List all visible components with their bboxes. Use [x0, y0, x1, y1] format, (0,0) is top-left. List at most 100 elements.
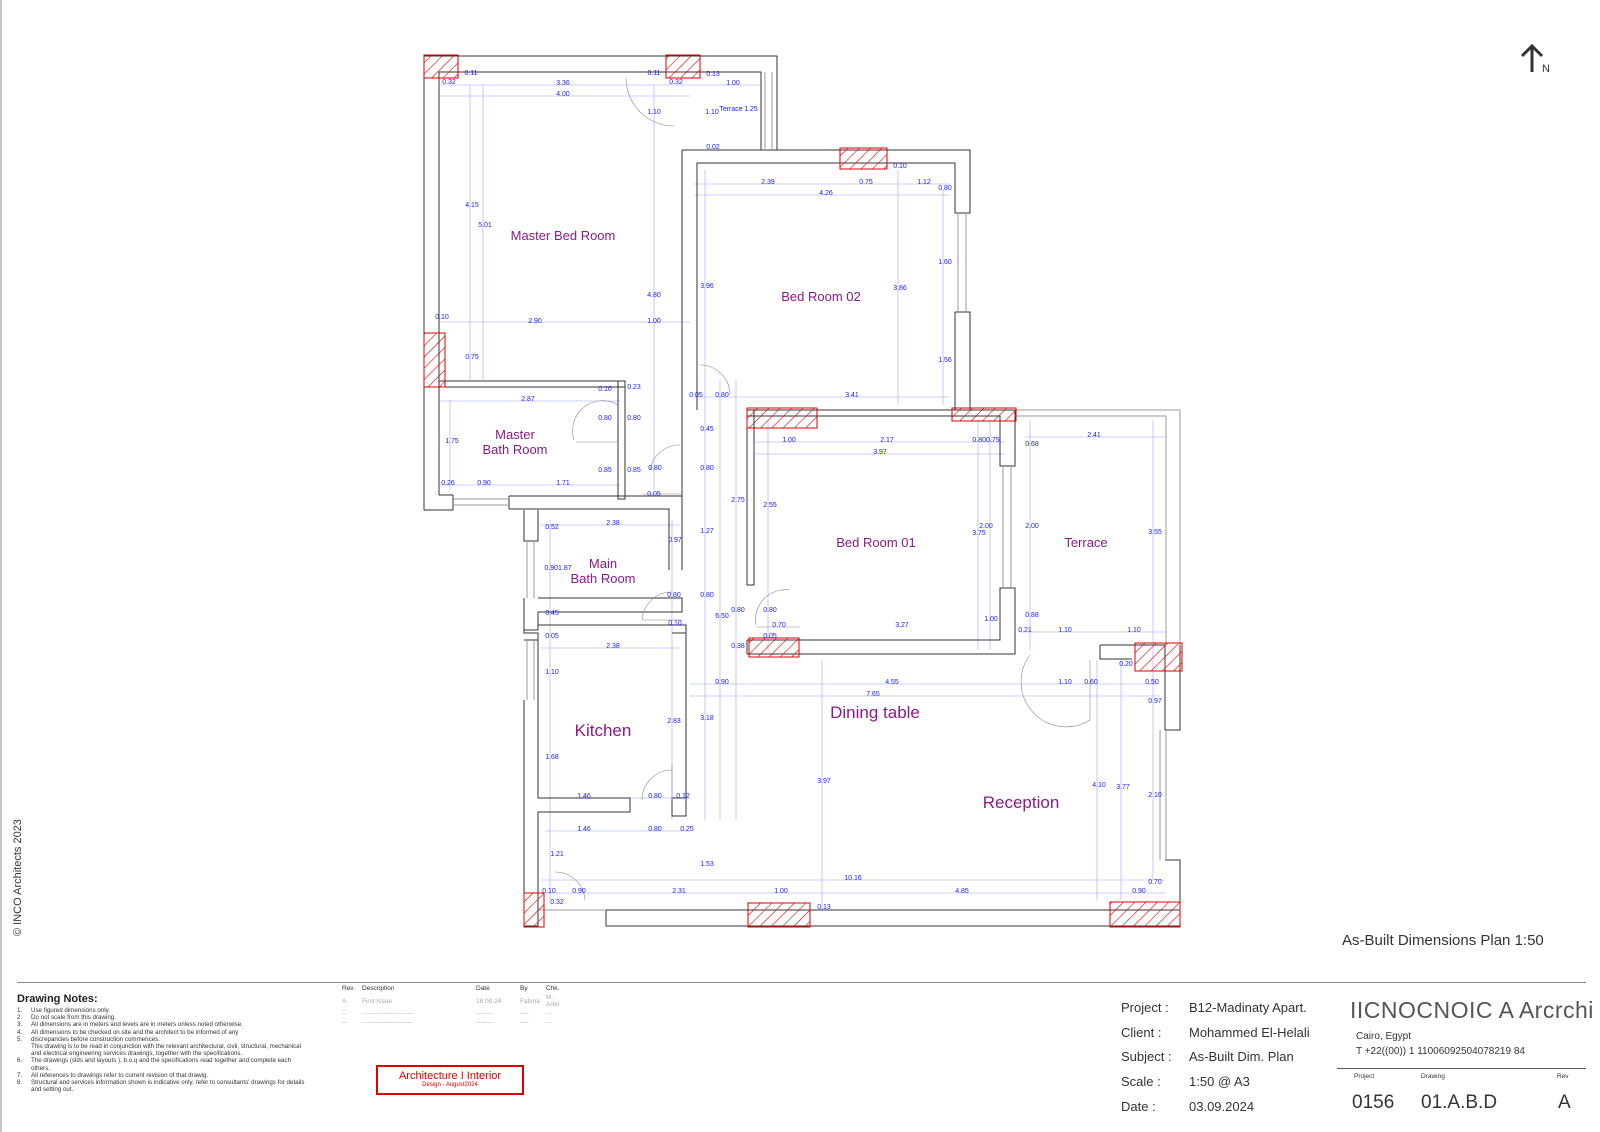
desc-cell: ------------------------ — [362, 1019, 414, 1026]
dimension-label: 0.90 — [715, 679, 729, 686]
dimension-label: 1.53 — [700, 861, 714, 868]
dimension-label: 0.80 — [598, 415, 612, 422]
dimension-label: 2.17 — [880, 437, 894, 444]
chk-cell: --- — [546, 1019, 553, 1026]
walls — [423, 55, 1181, 927]
dimension-label: 0.85 — [598, 467, 612, 474]
subject-row: Subject :As-Built Dim. Plan — [1121, 1049, 1294, 1064]
dimension-label: 2.38 — [606, 643, 620, 650]
dimension-label: 0.80 — [938, 185, 952, 192]
dimension-label: 3.96 — [700, 283, 714, 290]
dimension-label: 0.10 — [893, 163, 907, 170]
note-item: 4.All dimensions to be checked on site a… — [17, 1029, 307, 1036]
dimension-label: 2.00 — [979, 523, 993, 530]
client-value: Mohammed El-Helali — [1189, 1025, 1310, 1040]
dimension-label: 1.68 — [545, 754, 559, 761]
note-text: discrepancies before construction commen… — [31, 1035, 160, 1043]
dimension-label: 0.68 — [1025, 441, 1039, 448]
note-number: 8. — [17, 1079, 23, 1087]
dimension-label: 4.26 — [819, 190, 833, 197]
subject-label: Subject : — [1121, 1049, 1172, 1064]
dimension-label: 0.50 — [1145, 679, 1159, 686]
dimension-label: 0.10 — [668, 620, 682, 627]
dimension-label: 2.83 — [667, 718, 681, 725]
dimension-label: 0.05 — [689, 392, 703, 399]
note-item: 7.All references to drawings refer to cu… — [17, 1072, 307, 1079]
dimension-label: 1.25 — [744, 106, 758, 113]
note-number: 1. — [17, 1007, 23, 1014]
room-label-master-bath: Master — [495, 427, 535, 442]
dimension-label: 3.97 — [817, 778, 831, 785]
dimension-label: Terrace — [719, 106, 742, 113]
dimension-label: 0.80 — [731, 607, 745, 614]
dimension-label: 0.38 — [731, 643, 745, 650]
column — [951, 407, 1017, 422]
dimension-label: 1.46 — [577, 793, 591, 800]
dimension-label: 0.10 — [542, 888, 556, 895]
dimension-label: 0.32 — [669, 79, 683, 86]
dimension-label: 3.27 — [895, 622, 909, 629]
note-text: Use figured dimensions only. — [31, 1007, 110, 1014]
dimension-label: 3.41 — [845, 392, 859, 399]
stamp-line-1: Architecture I Interior — [398, 1070, 502, 1082]
note-text: All dimensions are in meters and levels … — [31, 1021, 243, 1029]
date-col-header: Date — [476, 985, 490, 992]
dimension-label: 0.13 — [706, 71, 720, 78]
dimension-label: 0.70 — [772, 622, 786, 629]
dimension-label: 0.80 — [700, 465, 714, 472]
dimension-label: 0.20 — [1119, 661, 1133, 668]
dimension-label: 3.97 — [873, 449, 887, 456]
rev-label: Rev — [1557, 1073, 1569, 1080]
note-number: 5. — [17, 1035, 23, 1043]
structural-columns — [423, 54, 1183, 928]
dimension-label: 0.90 — [1132, 888, 1146, 895]
note-text: Do not scale from this drawing. — [31, 1014, 116, 1022]
dimension-label: 0.45 — [700, 426, 714, 433]
revision-row-blank: -- ------------------------ -------- ---… — [340, 1018, 566, 1027]
date-cell: 18.08.24 — [476, 997, 502, 1005]
note-item: 3. All dimensions are in meters and level… — [17, 1021, 307, 1028]
dimension-label: 0.26 — [441, 480, 455, 487]
door-swings — [554, 77, 1091, 901]
dimension-label: 0.10 — [435, 314, 449, 321]
by-cell: Fatima — [520, 997, 540, 1005]
north-label: N — [1542, 63, 1550, 75]
dimension-label: 0.97 — [668, 537, 682, 544]
dimension-label: 0.88 — [1025, 612, 1039, 619]
column — [423, 332, 446, 388]
column — [1109, 901, 1181, 928]
dimension-label: 0.80 — [667, 592, 681, 599]
dimension-label: 0.90 — [572, 888, 586, 895]
project-number: 0156 — [1352, 1092, 1395, 1113]
dimension-label: 0.97 — [1148, 698, 1162, 705]
desc-cell: First Issue — [362, 997, 392, 1005]
column — [665, 54, 701, 79]
room-label-bed-01: Bed Room 01 — [836, 535, 916, 550]
dimension-label: 0.80 — [648, 465, 662, 472]
dimension-label: 2.10 — [1148, 792, 1162, 799]
note-number: 3. — [17, 1021, 23, 1029]
column — [746, 407, 818, 429]
revision-row: A First Issue 18.08.24 Fatima M. Adel — [340, 993, 566, 1009]
dimension-label: 3.86 — [893, 285, 907, 292]
chk-col-header: Chk. — [546, 985, 560, 992]
column — [839, 147, 888, 170]
scale-value: 1:50 @ A3 — [1189, 1074, 1250, 1089]
dimension-label: 0.32 — [442, 79, 456, 86]
room-label-master-bed: Master Bed Room — [511, 228, 616, 243]
room-label-main-bath-2: Bath Room — [570, 571, 635, 586]
dimension-label: 0.02 — [706, 144, 720, 151]
dimension-label: 0.75 — [859, 179, 873, 186]
dimension-label: 2.31 — [672, 888, 686, 895]
dimension-label: 0.21 — [1018, 627, 1032, 634]
dimension-label: 0.85 — [627, 467, 641, 474]
project-value: B12-Madinaty Apart. — [1189, 1000, 1307, 1015]
plan-title: As-Built Dimensions Plan 1:50 — [1342, 932, 1544, 949]
dimension-label: 1.10 — [1058, 679, 1072, 686]
note-number: 6. — [17, 1057, 23, 1065]
firm-city: Cairo, Egypt — [1356, 1031, 1412, 1042]
dimension-label: 2.38 — [606, 520, 620, 527]
dimension-label: 1.00 — [774, 888, 788, 895]
dimension-label: 0.90 — [477, 480, 491, 487]
